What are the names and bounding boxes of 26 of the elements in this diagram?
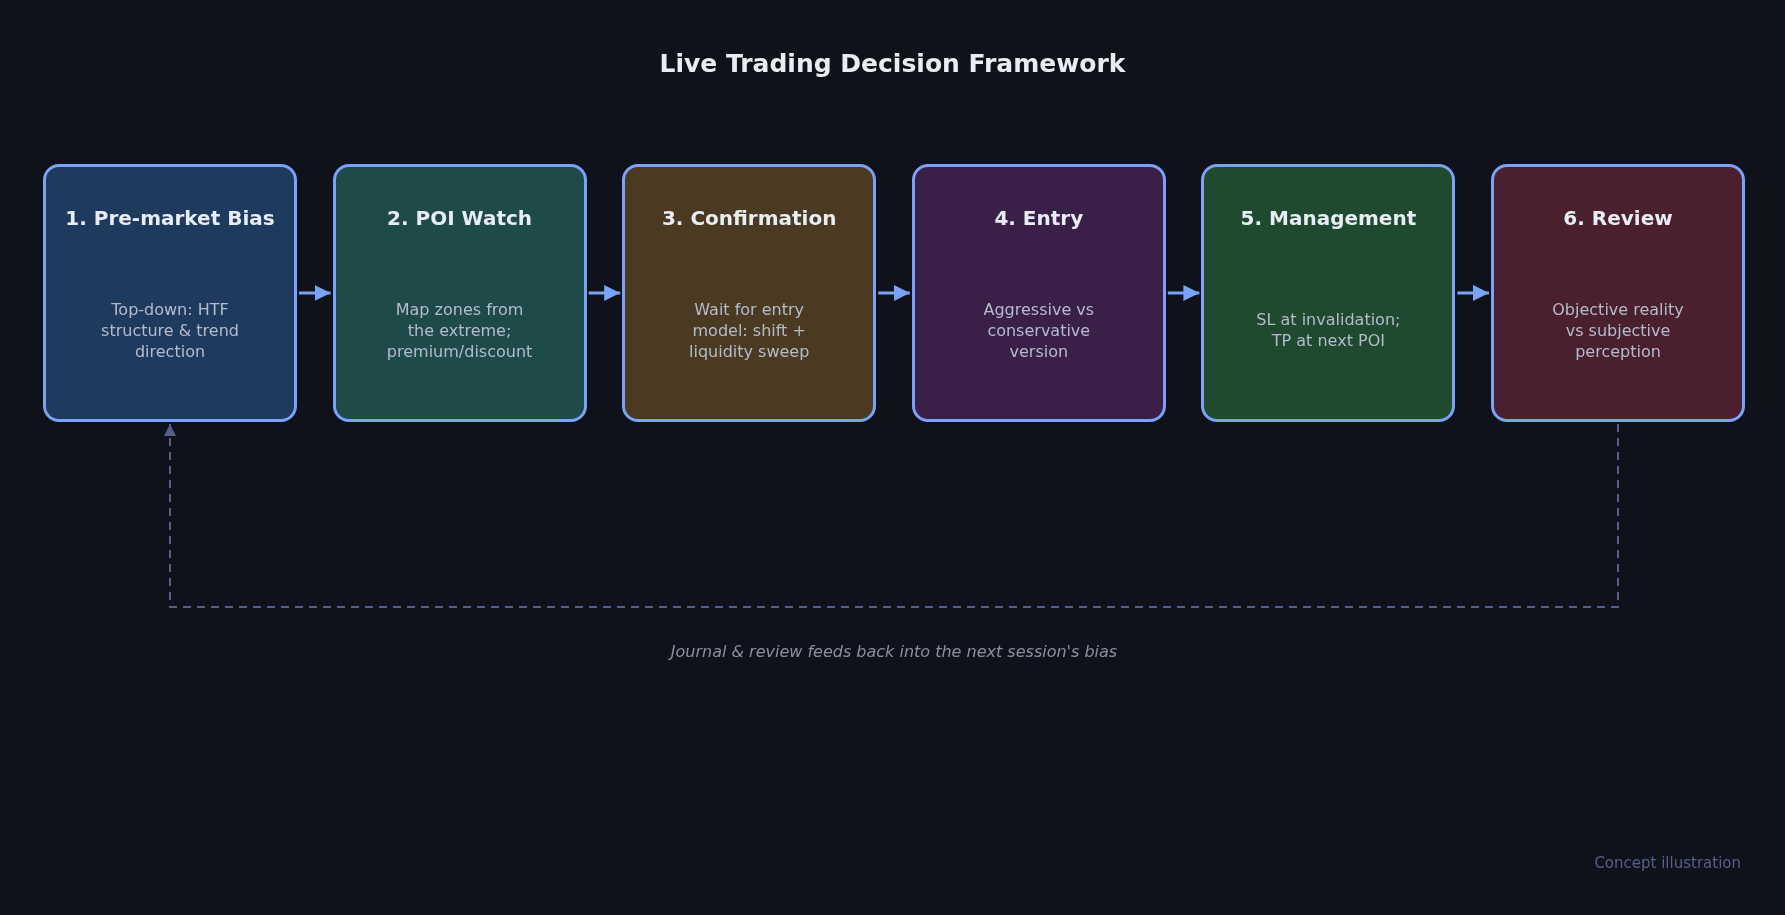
step-description: Objective reality vs subjective perception	[1551, 298, 1685, 362]
arrow	[299, 285, 331, 301]
arrow	[588, 285, 621, 301]
step-description: SL at invalidation; TP at next POI	[1255, 309, 1402, 351]
feedback-loop-arrow	[164, 423, 1619, 608]
step-box	[332, 164, 587, 422]
step-title: 5. Management	[1240, 205, 1417, 231]
step-title: 2. POI Watch	[387, 205, 533, 231]
diagram-title: Live Trading Decision Framework	[659, 48, 1126, 80]
step-box	[1491, 164, 1745, 422]
step-description: Wait for entry model: shift + liquidity sweep	[688, 298, 811, 362]
arrow	[878, 285, 910, 301]
step-description: Top-down: HTF structure & trend direction	[100, 298, 240, 362]
step-title: 6. Review	[1563, 205, 1673, 231]
step-title: 1. Pre-market Bias	[65, 205, 275, 231]
step-box	[1201, 164, 1456, 422]
step-title: 4. Entry	[994, 205, 1084, 231]
arrow	[1167, 285, 1200, 301]
step-box	[911, 164, 1166, 422]
step-description: Aggressive vs conservative version	[982, 298, 1096, 362]
step-box	[622, 164, 877, 422]
step-box	[43, 164, 297, 422]
footnote: Concept illustration	[1594, 853, 1741, 873]
arrow	[1457, 285, 1489, 301]
step-description: Map zones from the extreme; premium/discount	[385, 298, 534, 362]
step-title: 3. Confirmation	[661, 205, 837, 231]
